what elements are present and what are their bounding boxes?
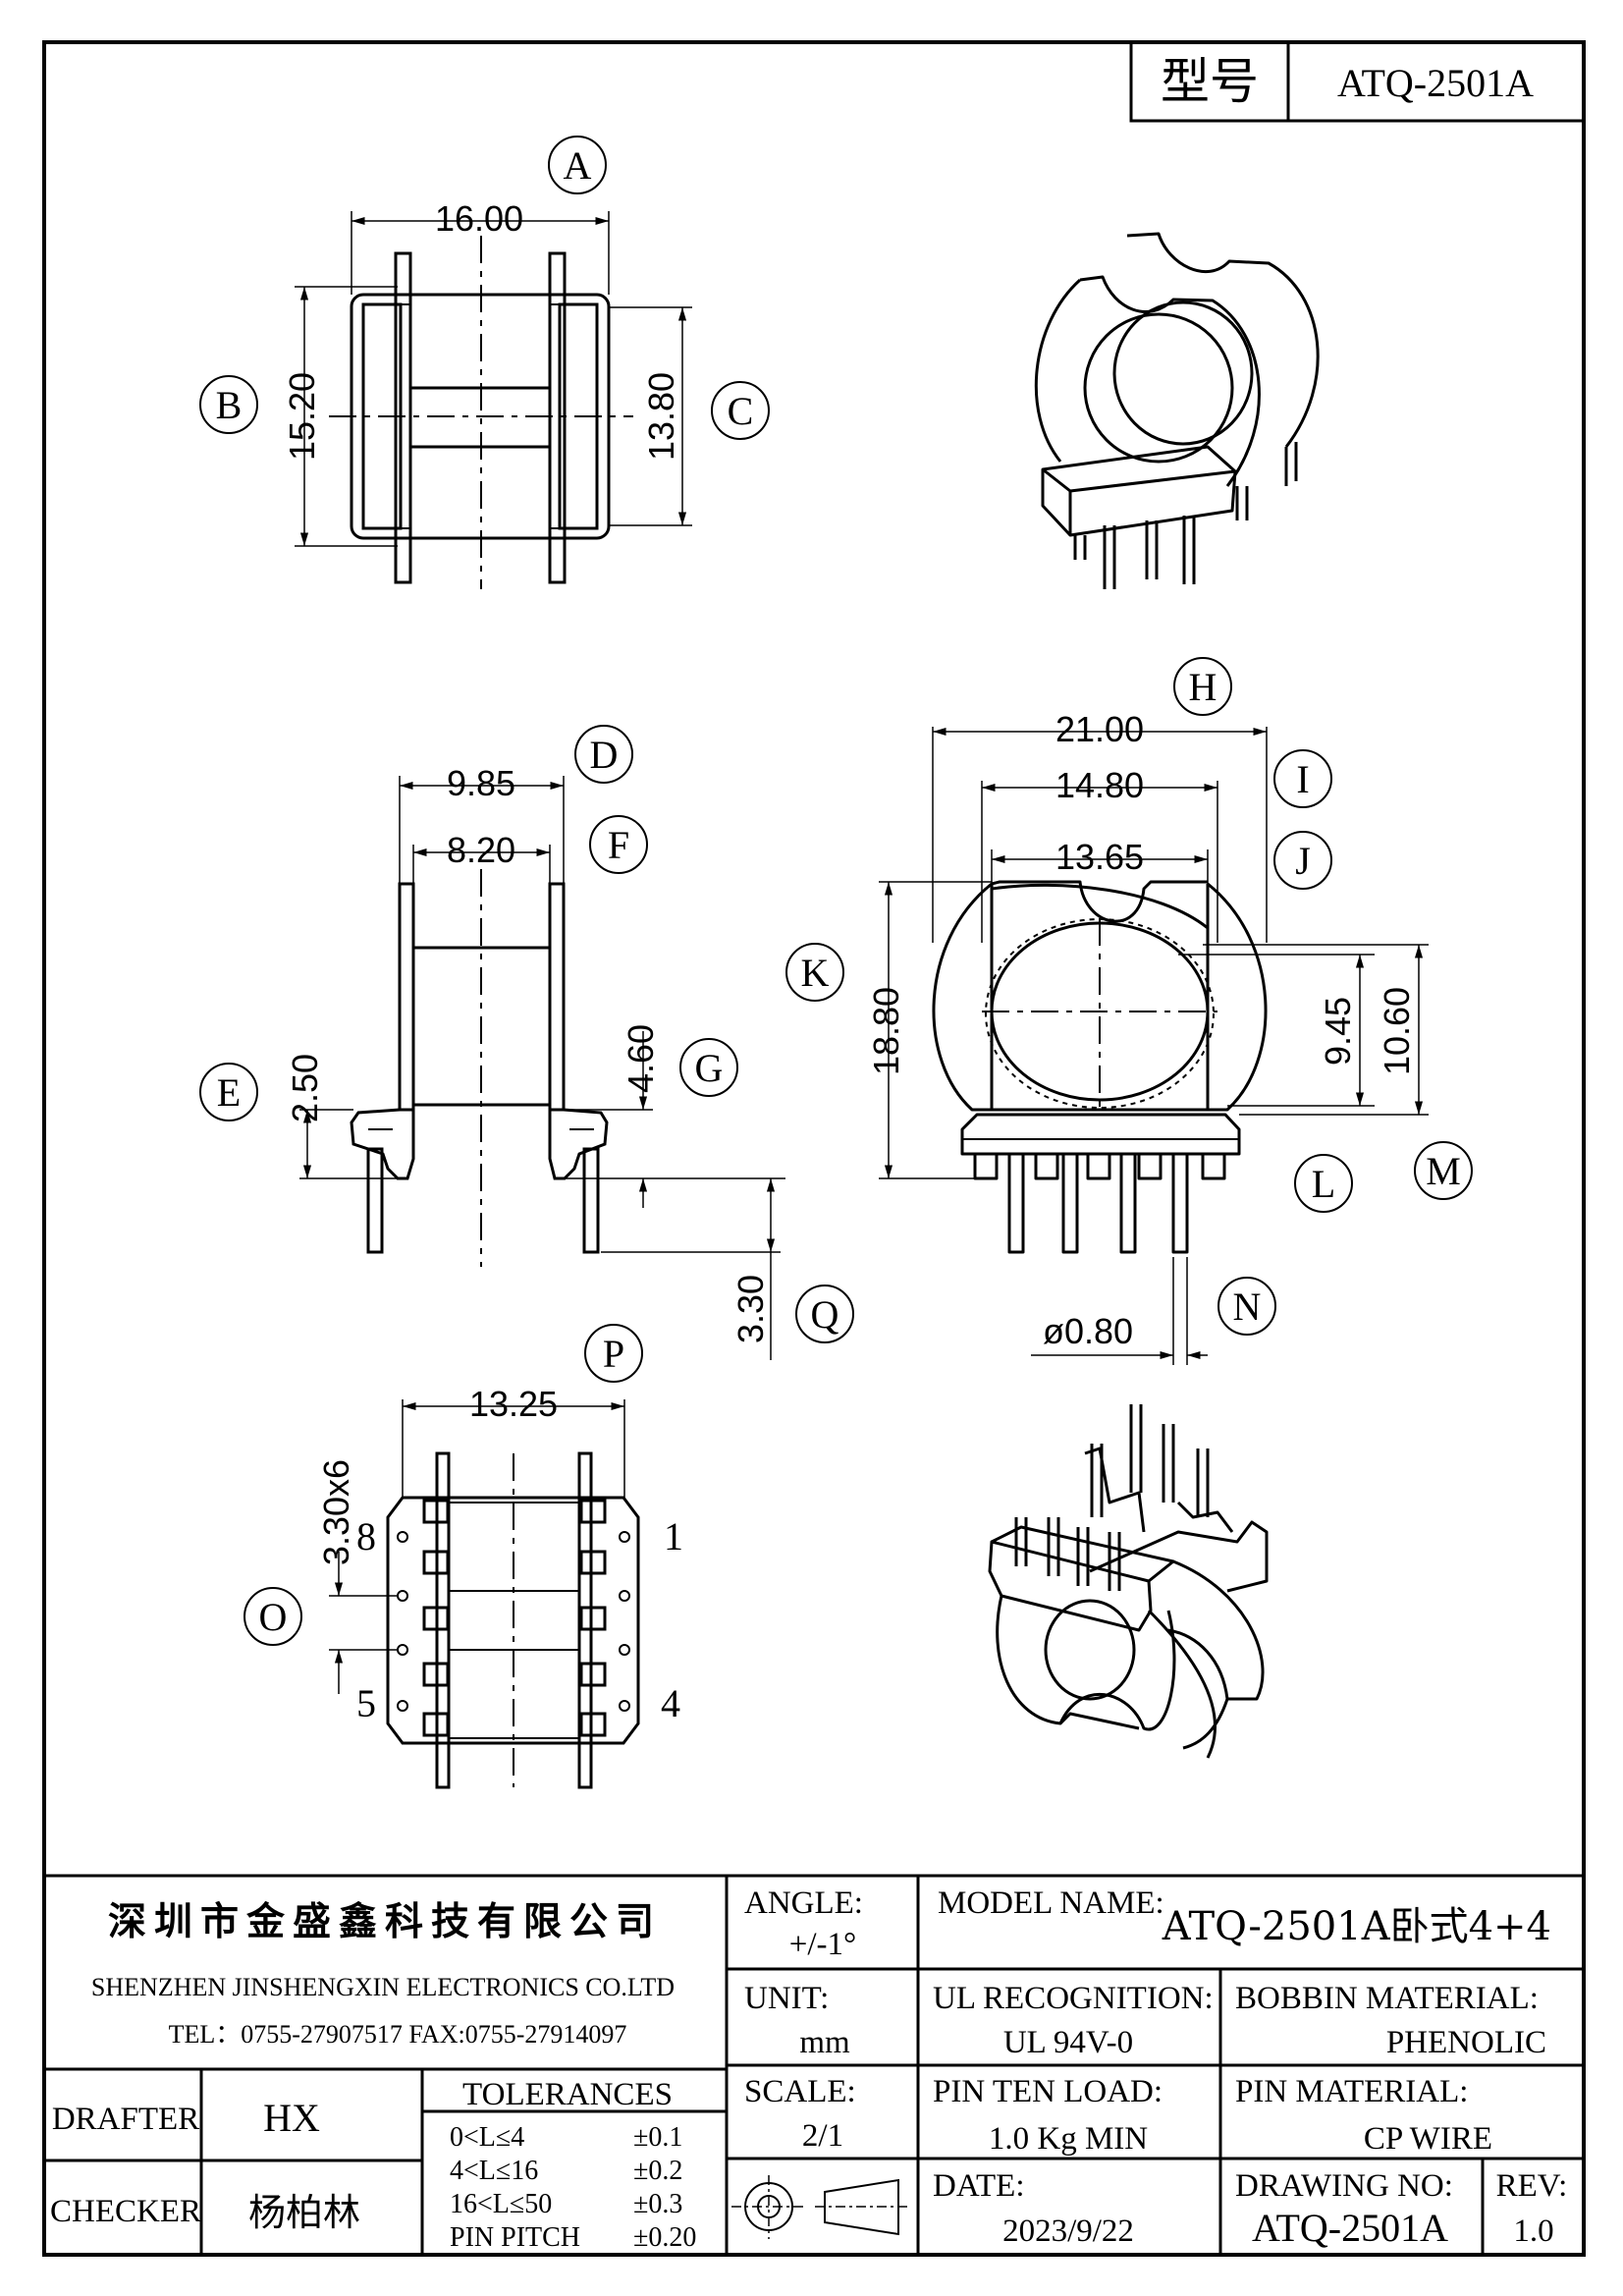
model-name-value: ATQ-2501A卧式4+4 xyxy=(1162,1904,1551,1949)
dim-h-label: 21.00 xyxy=(1055,709,1144,749)
angle-value: +/-1° xyxy=(789,1927,856,1962)
date-label: DATE: xyxy=(933,2168,1025,2204)
dim-l-label: 9.45 xyxy=(1318,997,1358,1066)
drawing-no-label: DRAWING NO: xyxy=(1235,2168,1453,2204)
company-name-cn: 深圳市金盛鑫科技有限公司 xyxy=(108,1899,662,1944)
dim-q-label: 3.30 xyxy=(730,1275,771,1343)
pin-load-label: PIN TEN LOAD: xyxy=(933,2074,1163,2109)
callout-c: C xyxy=(728,389,754,433)
tolerance-range-1: 0<L≤4 xyxy=(450,2122,524,2153)
drafter-label: DRAFTER xyxy=(52,2102,199,2137)
callout-l: L xyxy=(1312,1162,1335,1206)
angle-label: ANGLE: xyxy=(744,1886,863,1921)
company-name-en: SHENZHEN JINSHENGXIN ELECTRONICS CO.LTD xyxy=(91,1973,675,2001)
callout-k: K xyxy=(801,951,830,995)
title-block xyxy=(44,1874,1584,2255)
pin-5-label: 5 xyxy=(356,1681,376,1725)
callout-p: P xyxy=(603,1332,624,1376)
dim-n-label: ø0.80 xyxy=(1043,1311,1133,1351)
unit-label: UNIT: xyxy=(744,1981,829,2016)
tolerance-range-2: 4<L≤16 xyxy=(450,2156,538,2186)
dim-b-label: 15.20 xyxy=(282,372,322,461)
tolerance-range-3: 16<L≤50 xyxy=(450,2189,552,2219)
dim-m-label: 10.60 xyxy=(1377,987,1417,1075)
bobbin-material-value: PHENOLIC xyxy=(1386,2025,1546,2060)
callout-e: E xyxy=(217,1070,241,1115)
callout-g: G xyxy=(695,1046,724,1090)
drafter-value: HX xyxy=(263,2096,320,2140)
drawing-no-value: ATQ-2501A xyxy=(1252,2206,1448,2250)
callout-m: M xyxy=(1426,1149,1461,1193)
dim-j-label: 13.65 xyxy=(1055,837,1144,877)
callout-n: N xyxy=(1233,1285,1262,1329)
isometric-view-top xyxy=(1034,232,1320,589)
pin-8-label: 8 xyxy=(356,1514,376,1558)
bottom-view xyxy=(243,1324,643,1789)
pin-material-label: PIN MATERIAL: xyxy=(1235,2074,1468,2109)
ul-value: UL 94V-0 xyxy=(1003,2025,1133,2060)
pin-material-value: CP WIRE xyxy=(1364,2121,1492,2157)
tolerance-value-1: ±0.1 xyxy=(633,2122,682,2153)
scale-label: SCALE: xyxy=(744,2074,856,2109)
dim-e-label: 2.50 xyxy=(285,1054,325,1122)
front-view xyxy=(785,657,1473,1365)
dim-g-label: 4.60 xyxy=(621,1024,661,1093)
tolerance-value-3: ±0.3 xyxy=(633,2189,682,2219)
dim-o-label: 3.30x6 xyxy=(316,1459,356,1565)
tolerance-value-2: ±0.2 xyxy=(633,2156,682,2186)
dim-a-label: 16.00 xyxy=(435,198,523,239)
checker-value: 杨柏林 xyxy=(248,2191,360,2234)
rev-label: REV: xyxy=(1496,2168,1568,2204)
scale-value: 2/1 xyxy=(802,2118,843,2154)
pin-1-label: 1 xyxy=(664,1514,683,1558)
callout-h: H xyxy=(1189,665,1217,709)
tolerance-value-4: ±0.20 xyxy=(633,2222,696,2253)
date-value: 2023/9/22 xyxy=(1002,2214,1134,2249)
pin-load-value: 1.0 Kg MIN xyxy=(989,2121,1148,2157)
isometric-view-bottom xyxy=(988,1404,1269,1759)
company-contact: TEL：0755-27907517 FAX:0755-27914097 xyxy=(169,2020,627,2049)
ul-label: UL RECOGNITION: xyxy=(933,1981,1214,2016)
dim-i-label: 14.80 xyxy=(1055,765,1144,805)
unit-value: mm xyxy=(799,2025,850,2060)
model-header-box: 型号 ATQ-2501A xyxy=(1129,40,1586,123)
callout-j: J xyxy=(1295,839,1311,883)
callout-f: F xyxy=(608,823,629,867)
dim-k-label: 18.80 xyxy=(866,987,906,1075)
model-value: ATQ-2501A xyxy=(1337,61,1534,105)
dim-d-label: 9.85 xyxy=(447,763,515,803)
checker-label: CHECKER xyxy=(50,2194,201,2229)
tolerances-heading: TOLERANCES xyxy=(462,2077,673,2112)
pin-4-label: 4 xyxy=(661,1681,680,1725)
side-view xyxy=(199,725,854,1360)
dim-f-label: 8.20 xyxy=(447,830,515,870)
sheet-border xyxy=(42,40,1586,2257)
top-view xyxy=(199,136,770,589)
model-label: 型号 xyxy=(1161,53,1259,110)
callout-a: A xyxy=(564,143,592,188)
tolerance-range-4: PIN PITCH xyxy=(450,2222,580,2253)
callout-i: I xyxy=(1296,757,1309,801)
callout-b: B xyxy=(216,383,243,427)
bobbin-material-label: BOBBIN MATERIAL: xyxy=(1235,1981,1539,2016)
callout-q: Q xyxy=(811,1292,839,1337)
dim-c-label: 13.80 xyxy=(641,372,681,461)
rev-value: 1.0 xyxy=(1513,2214,1553,2249)
dim-p-label: 13.25 xyxy=(469,1384,558,1424)
callout-o: O xyxy=(259,1595,288,1639)
callout-d: D xyxy=(590,733,619,777)
model-name-label: MODEL NAME: xyxy=(938,1886,1164,1921)
